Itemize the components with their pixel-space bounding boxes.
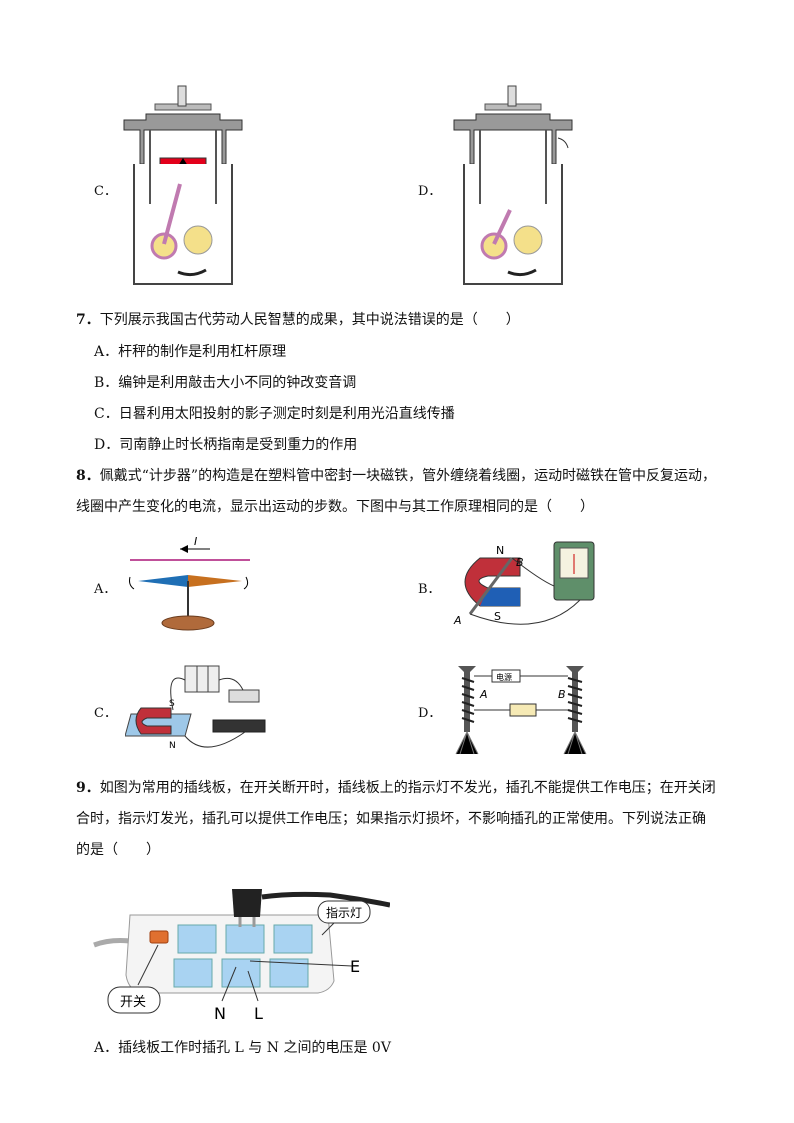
q7-option-d: D．司南静止时长柄指南是受到重力的作用 <box>94 437 358 453</box>
q9-stem-text-1: 如图为常用的插线板，在开关断开时，插线板上的指示灯不发光，插孔不能提供工作电压；… <box>99 780 716 796</box>
q8-figure-a-compass: I <box>129 535 250 631</box>
wire-b-label: B <box>516 556 524 569</box>
switch-label: 开关 <box>120 995 146 1010</box>
q8-option-a-label: A． <box>94 582 117 597</box>
option-d-label: D． <box>418 184 442 199</box>
socket-l-label: L <box>254 1004 263 1023</box>
q8-figure-b-galvanometer: N S A B <box>453 541 595 627</box>
q8-stem-text-1: 佩戴式“计步器”的构造是在塑料管中密封一块磁铁，管外缠绕着线圈，运动时磁铁在管中… <box>99 468 717 484</box>
q8-figure-c-motor: S N <box>125 665 266 751</box>
coil-a-label: A <box>479 688 488 701</box>
q8-stem-line2: 线圈中产生变化的电流，显示出运动的步数。下图中与其工作原理相同的是（ ） <box>76 499 594 515</box>
q9-stem-line1: 9．如图为常用的插线板，在开关断开时，插线板上的指示灯不发光，插孔不能提供工作电… <box>76 778 716 798</box>
motor-n-label: N <box>169 741 176 751</box>
q9-power-strip-figure: 指示灯 E 开关 N L <box>93 889 390 1023</box>
coil-b-label: B <box>558 688 566 701</box>
power-supply-label: 电源 <box>496 672 512 682</box>
q7-option-a: A．杆秤的制作是利用杠杆原理 <box>94 344 287 360</box>
q9-stem-line2: 合时，指示灯发光，插孔可以提供工作电压；如果指示灯损坏，不影响插孔的正常使用。下… <box>76 811 706 827</box>
engine-diagram-c <box>123 85 243 285</box>
q7-stem-text: 下列展示我国古代劳动人民智慧的成果，其中说法错误的是（ ） <box>99 312 520 328</box>
magnet-n-label: N <box>496 544 504 557</box>
q9-stem-line3: 的是（ ） <box>76 842 160 858</box>
option-c-label: C． <box>94 184 117 199</box>
q7-number: 7． <box>76 312 100 328</box>
q8-option-d-label: D． <box>418 706 442 721</box>
q7-stem: 7．下列展示我国古代劳动人民智慧的成果，其中说法错误的是（ ） <box>76 310 520 330</box>
q8-option-c-label: C． <box>94 706 117 721</box>
q7-option-c: C．日晷利用太阳投射的影子测定时刻是利用光沿直线传播 <box>94 406 455 422</box>
q8-option-b-label: B． <box>418 582 441 597</box>
q9-option-a: A．插线板工作时插孔 L 与 N 之间的电压是 0V <box>94 1040 391 1056</box>
q7-option-b: B．编钟是利用敲击大小不同的钟改变音调 <box>94 375 357 391</box>
q9-number: 9． <box>76 780 100 796</box>
wire-a-label: A <box>453 614 462 627</box>
socket-e-label: E <box>350 957 360 976</box>
indicator-light-label: 指示灯 <box>326 905 362 920</box>
magnet-s-label: S <box>494 610 501 623</box>
q8-stem-line1: 8．佩戴式“计步器”的构造是在塑料管中密封一块磁铁，管外缠绕着线圈，运动时磁铁在… <box>76 466 716 486</box>
current-label-i: I <box>194 535 197 548</box>
engine-diagram-d <box>453 85 573 285</box>
socket-n-label: N <box>214 1004 226 1023</box>
q8-number: 8． <box>76 468 100 484</box>
q8-figure-d-electromagnets: 电源 A B <box>455 666 587 755</box>
